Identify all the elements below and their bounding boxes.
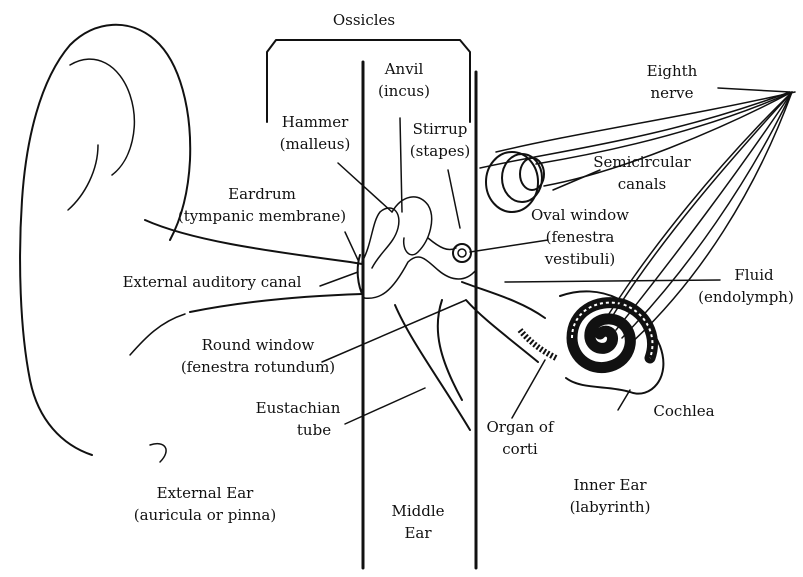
organ-of-corti-band (520, 330, 556, 358)
label-hammer-latin: (malleus) (280, 135, 351, 153)
leader-oval-window (470, 240, 548, 252)
label-stirrup-latin: (stapes) (410, 142, 471, 160)
label-semicircular-2: canals (618, 175, 666, 193)
leader-round-window (322, 300, 466, 362)
eustachian-tube-a (395, 305, 470, 430)
label-anvil-name: Anvil (384, 60, 424, 78)
label-organ-corti-2: corti (502, 440, 538, 458)
pinna-outline (20, 25, 190, 455)
leader-stirrup (448, 170, 460, 228)
eighth-nerve-fiber-2 (496, 92, 795, 152)
canal-lower (190, 294, 362, 312)
label-eardrum-latin: (tympanic membrane) (178, 207, 346, 225)
label-middle-ear-2: Ear (404, 524, 432, 542)
label-hammer-name: Hammer (282, 113, 349, 131)
eighth-nerve-fiber-9 (628, 92, 792, 346)
vestibule-upper (462, 282, 545, 318)
ossicles-bracket (267, 40, 470, 122)
leader-cochlea (618, 390, 630, 410)
label-ossicles: Ossicles (333, 11, 395, 29)
label-oval-window-2: (fenestra (546, 228, 615, 246)
canal-upper (145, 220, 362, 264)
pinna-lobe-contour (150, 444, 166, 462)
label-inner-ear-2: (labyrinth) (570, 498, 651, 516)
hammer-shape (362, 208, 399, 268)
leader-semicircular (553, 170, 600, 190)
label-organ-corti-1: Organ of (486, 418, 554, 436)
label-external-ear-2: (auricula or pinna) (134, 506, 276, 524)
label-round-window-2: (fenestra rotundum) (181, 358, 335, 376)
label-fluid-2: (endolymph) (698, 288, 794, 306)
label-eighth-nerve-1: Eighth (647, 62, 698, 80)
label-eardrum-name: Eardrum (228, 185, 296, 203)
eighth-nerve-fiber-4 (544, 92, 792, 186)
label-fluid-1: Fluid (734, 266, 774, 284)
pinna-antihelix (68, 145, 98, 210)
pinna-helix-inner (70, 59, 134, 175)
label-anvil-latin: (incus) (378, 82, 430, 100)
leader-hammer (338, 163, 392, 212)
middle-ear-cavity (364, 257, 476, 298)
label-middle-ear-1: Middle (391, 502, 444, 520)
leader-eardrum (345, 232, 358, 260)
label-stirrup-name: Stirrup (413, 120, 468, 138)
label-eustachian-1: Eustachian (256, 399, 341, 417)
label-semicircular-1: Semicircular (593, 153, 691, 171)
label-cochlea: Cochlea (653, 402, 714, 420)
label-eighth-nerve-2: nerve (650, 84, 693, 102)
label-oval-window-1: Oval window (531, 206, 629, 224)
leader-organ-corti (512, 360, 545, 418)
label-external-ear-1: External Ear (157, 484, 255, 502)
leader-external-canal (320, 272, 358, 286)
leader-eustachian (345, 388, 425, 424)
semicircular-canal-mid (502, 154, 542, 202)
pinna-curve-lower (130, 314, 185, 355)
label-oval-window-3: vestibuli) (544, 250, 616, 268)
label-round-window-1: Round window (202, 336, 315, 354)
stirrup-shape (428, 238, 456, 250)
oval-window-inner (458, 249, 466, 257)
label-external-canal: External auditory canal (123, 273, 302, 291)
label-inner-ear-1: Inner Ear (573, 476, 647, 494)
leader-eighth-nerve (718, 88, 790, 92)
oval-window-ring (453, 244, 471, 262)
leader-anvil (400, 118, 402, 212)
label-eustachian-2: tube (297, 421, 331, 439)
